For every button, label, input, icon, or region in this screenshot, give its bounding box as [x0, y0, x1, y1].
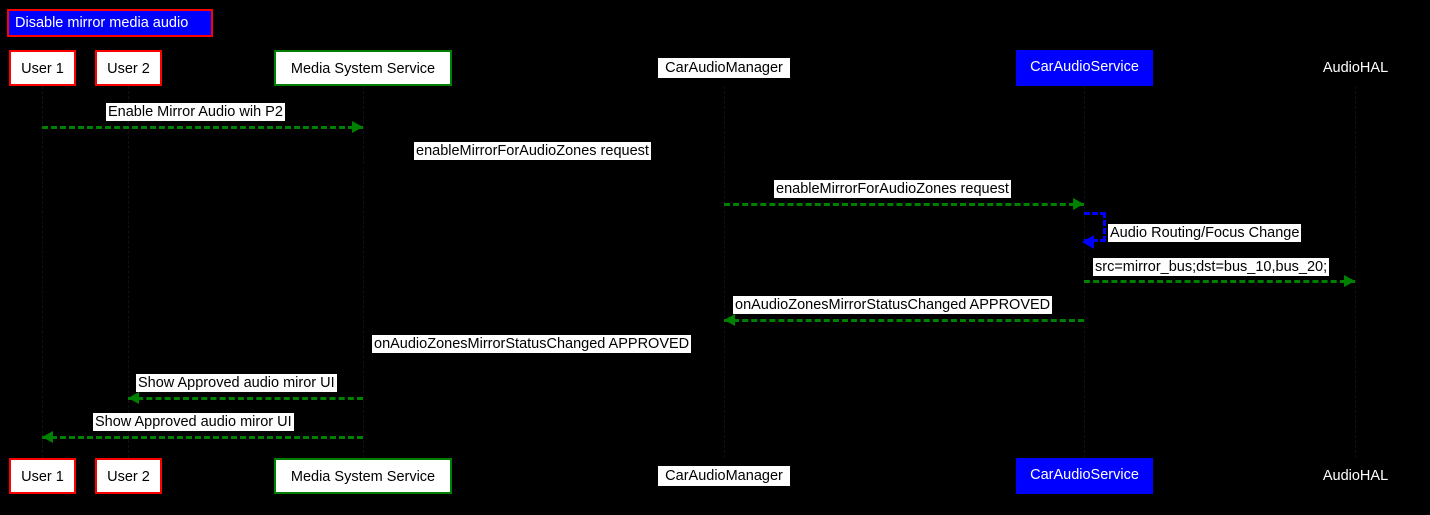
participant-cas-bottom[interactable]: CarAudioService [1016, 458, 1153, 494]
participant-user2-top[interactable]: User 2 [95, 50, 162, 86]
participant-user1-top[interactable]: User 1 [9, 50, 76, 86]
participant-user2-bottom[interactable]: User 2 [95, 458, 162, 494]
message-label-m7: onAudioZonesMirrorStatusChanged APPROVED [372, 335, 692, 353]
message-arrowhead-m6 [724, 314, 735, 326]
message-arrowhead-m2 [713, 160, 724, 172]
lifeline-user1 [42, 86, 44, 458]
participant-mss-top[interactable]: Media System Service [274, 50, 452, 86]
lifeline-user2 [128, 86, 130, 458]
participant-hal-bottom[interactable]: AudioHAL [1322, 468, 1389, 484]
participant-cam-top[interactable]: CarAudioManager [658, 58, 790, 78]
message-line-m8 [128, 397, 363, 400]
participant-hal-top[interactable]: AudioHAL [1322, 60, 1389, 76]
message-label-m3: enableMirrorForAudioZones request [774, 180, 1011, 198]
lifeline-mss [363, 86, 365, 458]
message-arrowhead-m1 [352, 121, 363, 133]
participant-cas-top[interactable]: CarAudioService [1016, 50, 1153, 86]
message-arrowhead-m8 [128, 392, 139, 404]
message-arrowhead-m3 [1073, 198, 1084, 210]
self-message-loop-m4 [1084, 212, 1106, 242]
message-line-m3 [724, 203, 1084, 206]
message-arrowhead-m7 [363, 353, 374, 365]
participant-cam-bottom[interactable]: CarAudioManager [658, 466, 790, 486]
participant-user1-bottom[interactable]: User 1 [9, 458, 76, 494]
message-label-m5: src=mirror_bus;dst=bus_10,bus_20; [1093, 258, 1330, 276]
message-line-m7 [363, 358, 724, 361]
self-message-arrowhead-m4 [1082, 235, 1094, 249]
message-line-m1 [42, 126, 363, 129]
message-label-m4: Audio Routing/Focus Change [1108, 224, 1302, 242]
participant-mss-bottom[interactable]: Media System Service [274, 458, 452, 494]
message-arrowhead-m5 [1344, 275, 1355, 287]
lifeline-hal [1355, 86, 1357, 458]
lifeline-cam [724, 86, 726, 458]
message-line-m9 [42, 436, 363, 439]
message-line-m2 [363, 165, 724, 168]
message-label-m2: enableMirrorForAudioZones request [414, 142, 651, 160]
message-arrowhead-m9 [42, 431, 53, 443]
message-label-m8: Show Approved audio miror UI [136, 374, 337, 392]
lifeline-cas [1084, 86, 1086, 458]
message-label-m1: Enable Mirror Audio wih P2 [106, 103, 285, 121]
message-label-m9: Show Approved audio miror UI [93, 413, 294, 431]
diagram-title: Disable mirror media audio [7, 9, 213, 37]
message-label-m6: onAudioZonesMirrorStatusChanged APPROVED [733, 296, 1053, 314]
message-line-m6 [724, 319, 1084, 322]
message-line-m5 [1084, 280, 1355, 283]
